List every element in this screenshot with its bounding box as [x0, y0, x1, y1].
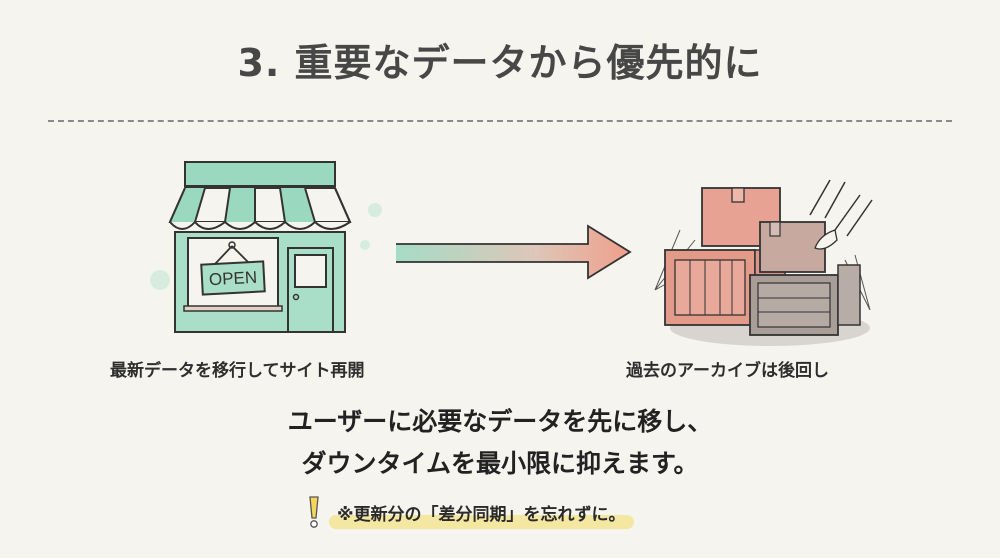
archive-boxes-icon — [654, 179, 873, 346]
storefront-icon: OPEN — [150, 161, 382, 333]
main-message-line2: ダウンタイムを最小限に抑えます。 — [301, 449, 699, 478]
slide-title: 3. 重要なデータから優先的に — [237, 41, 763, 85]
arrow-right-icon — [396, 224, 632, 280]
note-text-content: ※更新分の「差分同期」を忘れずに。 — [337, 504, 626, 525]
exclamation-icon — [309, 496, 319, 528]
note: ※更新分の「差分同期」を忘れずに。 — [305, 494, 634, 530]
right-caption: 過去のアーカイブは後回し — [626, 361, 829, 381]
left-caption: 最新データを移行してサイト再開 — [110, 361, 365, 381]
dashed-divider — [48, 120, 952, 122]
main-message-line1: ユーザーに必要なデータを先に移し、 — [287, 407, 713, 436]
svg-text:OPEN: OPEN — [208, 268, 257, 289]
note-text: ※更新分の「差分同期」を忘れずに。 — [329, 498, 634, 529]
